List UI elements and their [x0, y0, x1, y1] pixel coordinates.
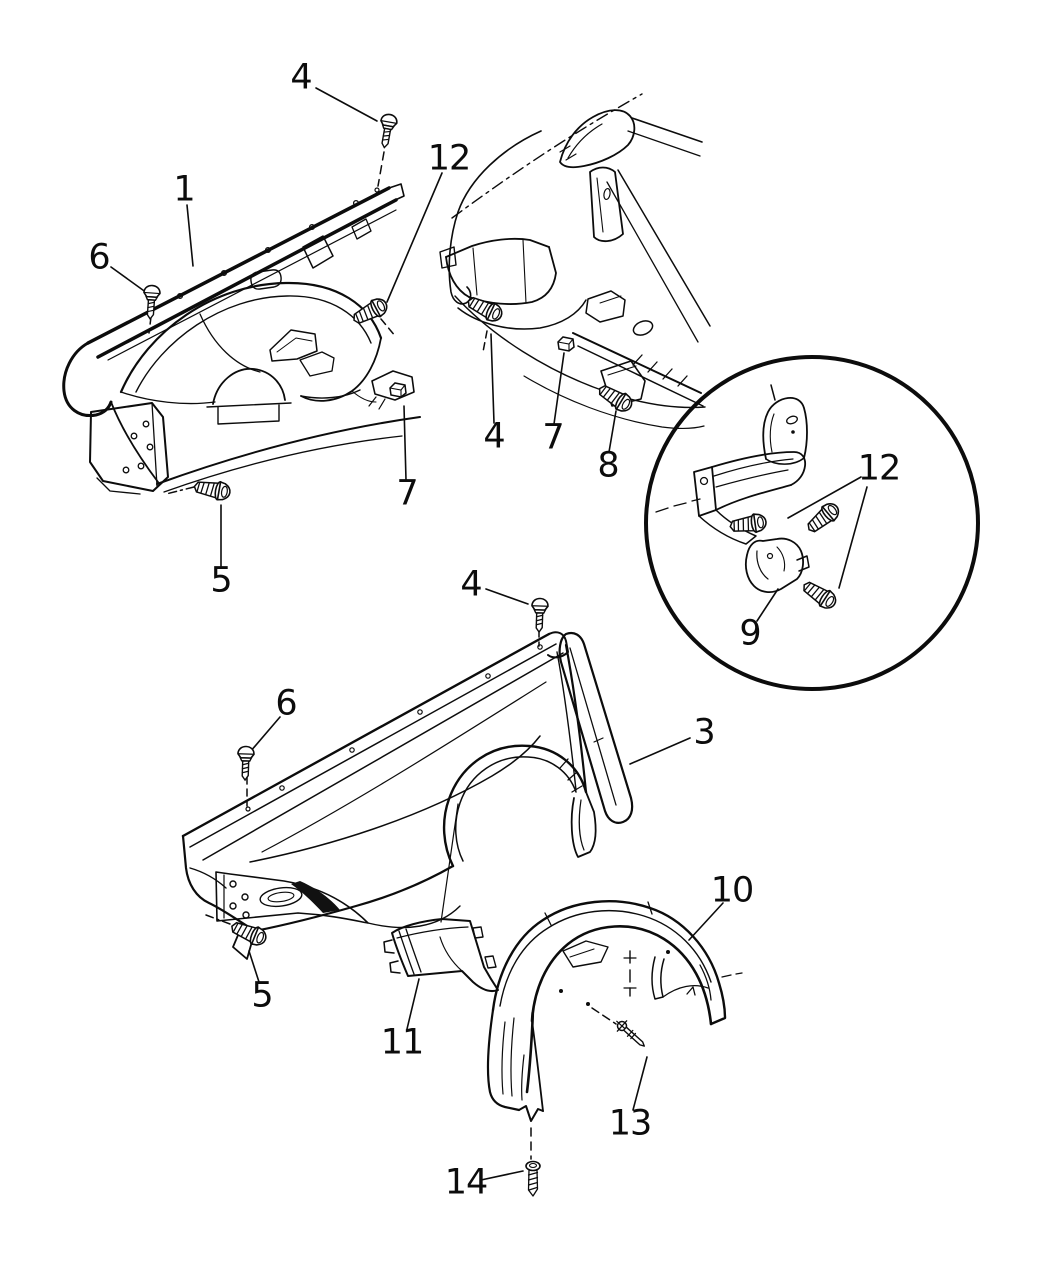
callout-4-top: 4: [290, 57, 312, 98]
callout-12-detail: 12: [857, 448, 902, 489]
callout-5-upper: 5: [210, 560, 232, 601]
callout-4-fender: 4: [460, 564, 482, 605]
callout-5-fender: 5: [251, 975, 273, 1016]
bolt-5-upper: [192, 476, 233, 503]
clip-7-right: [557, 336, 575, 352]
body-side-structure: [439, 93, 711, 429]
callout-14: 14: [444, 1162, 489, 1203]
callout-9: 9: [739, 613, 761, 654]
detail-bracket-upper: [693, 451, 807, 545]
callout-13: 13: [608, 1103, 653, 1144]
push-pin-13: [616, 1020, 645, 1047]
bolt-8: [594, 380, 637, 416]
callout-8: 8: [597, 445, 619, 486]
detail-bracket-9: [744, 537, 810, 593]
callout-7-left: 7: [396, 473, 418, 514]
screw-4-top: [375, 112, 399, 150]
leader-lines: [110, 87, 868, 1181]
callout-10: 10: [710, 870, 755, 911]
screw-14: [525, 1160, 541, 1197]
callout-6-fender: 6: [275, 683, 297, 724]
splash-shield: [383, 918, 499, 992]
detail-pillar-fragment: [762, 384, 808, 465]
fender-panel: [181, 631, 597, 960]
insertion-dashes: [148, 151, 617, 1160]
wheelhouse-inner-panel: [62, 183, 421, 495]
detail-circle: [644, 355, 980, 691]
wheelhouse-liner: [486, 900, 743, 1122]
bolt-12-detail-c: [798, 576, 841, 613]
callout-6-upper: 6: [88, 237, 110, 278]
callout-11: 11: [380, 1022, 425, 1063]
screw-4-fender: [530, 597, 550, 634]
clip-7-left: [389, 382, 407, 398]
callout-12-upper: 12: [427, 138, 472, 179]
callout-3: 3: [693, 712, 715, 753]
wheel-opening-molding: [558, 631, 634, 824]
fasteners: [141, 112, 844, 1197]
callout-7-right: 7: [542, 417, 564, 458]
callout-1: 1: [173, 169, 195, 210]
screw-6-fender: [236, 745, 256, 782]
callout-4-body: 4: [483, 416, 505, 457]
